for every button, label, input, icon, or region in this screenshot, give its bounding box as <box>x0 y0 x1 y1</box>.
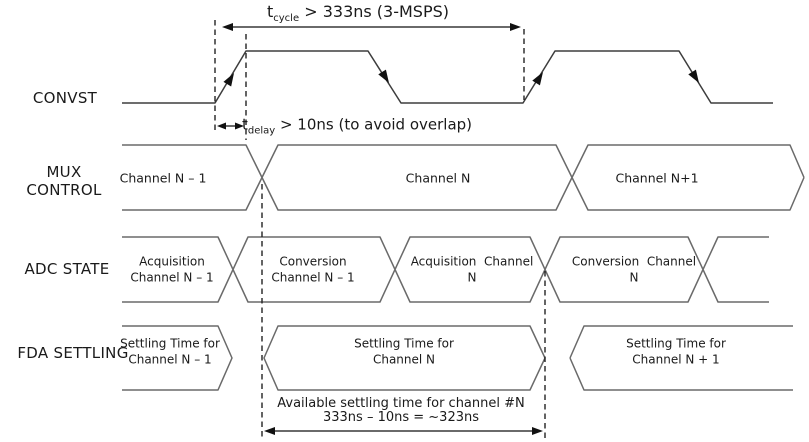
mux-segment-label: Channel N <box>405 170 471 186</box>
row-label-convst: CONVST <box>32 89 98 107</box>
arrow-left-icon <box>264 427 275 435</box>
arrow-right-icon <box>235 122 244 130</box>
tdelay-arrow <box>217 122 244 130</box>
row-label-adc-state: ADC STATE <box>24 260 110 278</box>
tcycle-value: > 333ns (3-MSPS) <box>299 1 450 21</box>
adc-segment-line2: Channel N – 1 <box>271 270 355 284</box>
rising-edge-arrow-icon <box>223 73 234 87</box>
row-label-mux-line2: CONTROL <box>26 181 102 199</box>
rising-edge-arrow-icon <box>532 72 543 86</box>
tcycle-symbol: t <box>266 1 274 21</box>
falling-edge-arrow-icon <box>378 69 389 83</box>
arrow-right-icon <box>510 23 521 31</box>
convst-waveform <box>122 50 773 104</box>
adc-segment-line1: Acquisition <box>139 254 205 269</box>
tcycle-annotation: tcycle > 333ns (3-MSPS) <box>267 2 449 24</box>
adc-segment-line1: Conversion <box>279 254 347 269</box>
adc-segment-line1: Acquisition Channel <box>410 254 534 269</box>
tdelay-value: > 10ns (to avoid overlap) <box>275 115 473 134</box>
mux-segment-label: Channel N – 1 <box>119 170 207 186</box>
adc-segment-line1: Conversion Channel <box>571 254 697 269</box>
settling-note-line1: Available settling time for channel #N <box>277 396 525 411</box>
tdelay-symbol: t <box>241 115 248 134</box>
mux-bus-waveform <box>122 144 805 211</box>
row-label-mux-line1: MUX <box>46 163 82 181</box>
fda-segment-line1: Settling Time for <box>354 336 454 351</box>
mux-segment-label: Channel N+1 <box>615 170 699 186</box>
settling-note-line2: 333ns – 10ns = ~323ns <box>322 410 480 425</box>
adc-segment-line2: N <box>629 270 639 284</box>
fda-segment-line1: Settling Time for <box>626 336 726 351</box>
tdelay-subscript: delay <box>247 125 276 137</box>
row-label-fda-settling: FDA SETTLING <box>17 344 129 362</box>
tcycle-subscript: cycle <box>273 13 300 25</box>
tdelay-annotation: tdelay > 10ns (to avoid overlap) <box>242 116 472 137</box>
adc-bus-waveform <box>122 236 769 303</box>
adc-segment-line2: Channel N – 1 <box>130 270 214 284</box>
arrow-right-icon <box>532 427 543 435</box>
arrow-left-icon <box>217 122 226 130</box>
fda-segment-line1: Settling Time for <box>120 336 220 351</box>
arrow-left-icon <box>222 23 233 31</box>
tcycle-arrow <box>222 23 521 31</box>
fda-segment-line2: Channel N – 1 <box>128 352 212 366</box>
adc-segment-line2: N <box>467 270 477 284</box>
settling-time-arrow <box>264 427 543 435</box>
fda-segment-line2: Channel N <box>372 352 436 366</box>
falling-edge-arrow-icon <box>688 69 699 83</box>
fda-segment-line2: Channel N + 1 <box>632 352 720 366</box>
convst-edge-arrow-icons <box>223 69 699 87</box>
